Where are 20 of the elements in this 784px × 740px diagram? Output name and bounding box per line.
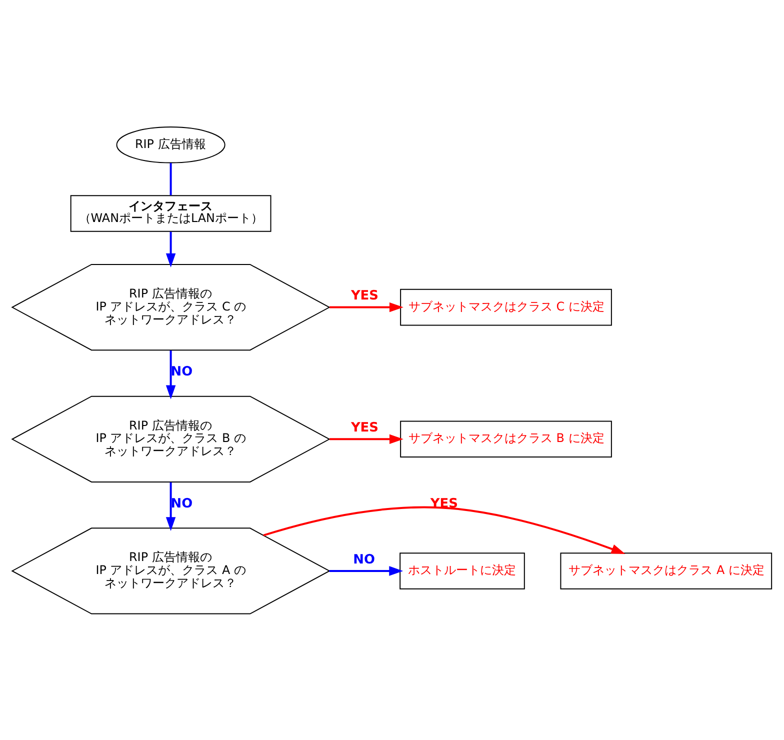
edge-label: YES (430, 496, 458, 511)
node-ellipse: RIP 広告情報 (116, 126, 226, 163)
arrow (330, 302, 404, 312)
edge-label: YES (350, 288, 378, 304)
node-box: サブネットマスクはクラス A に決定 (560, 552, 772, 589)
arrow (166, 231, 176, 267)
edge-label: NO (170, 496, 193, 511)
node-box: サブネットマスクはクラス B に決定 (400, 420, 612, 458)
node-box: ホストルートに決定 (400, 552, 525, 589)
arrow (263, 506, 626, 554)
connector (170, 162, 172, 195)
edge-label: NO (353, 552, 375, 567)
arrow (330, 434, 404, 444)
arrow (166, 350, 176, 399)
edge-label: NO (170, 364, 193, 380)
edge-label: YES (350, 420, 378, 436)
node-box: サブネットマスクはクラス C に決定 (400, 288, 612, 326)
node-box: インタフェース （WANポートまたはLANポート） (70, 194, 272, 232)
arrow (166, 482, 176, 531)
arrow (329, 566, 404, 576)
